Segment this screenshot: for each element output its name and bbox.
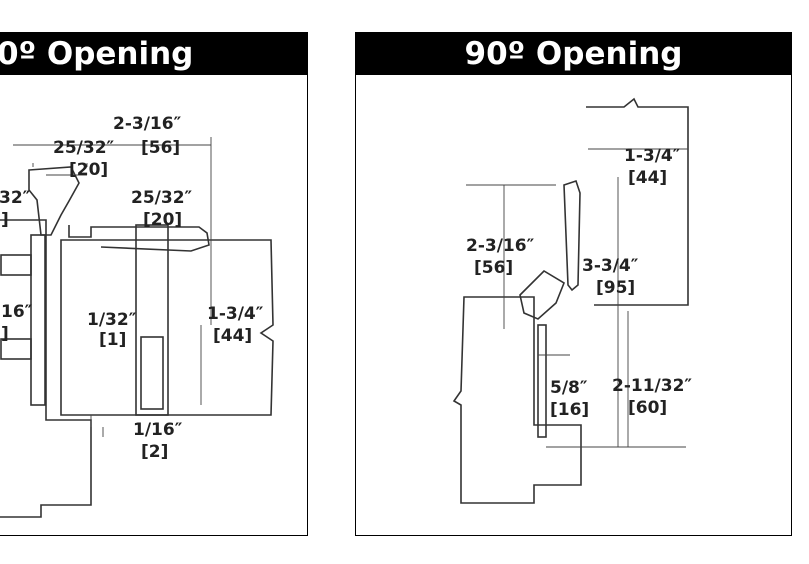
hinge-diagram-90: 1-3/4″ [44] 2-3/16″ [56] 3-3/4″ [95] 5/8… bbox=[452, 97, 692, 504]
dimension-label: 3-3/4″ bbox=[582, 256, 639, 276]
hinge-leaf bbox=[30, 234, 46, 406]
hinge-door-leaf bbox=[563, 179, 581, 292]
dimension-label: 1/16″ bbox=[133, 420, 183, 440]
dimension-label: 2-3/16″ bbox=[113, 114, 182, 134]
dimension-label: 16″ bbox=[1, 302, 33, 322]
dimension-label: [16] bbox=[550, 400, 589, 420]
panel-title: 90º Opening bbox=[356, 33, 791, 75]
panel-title: 0º Opening bbox=[0, 33, 307, 75]
dimension-label: [56] bbox=[141, 138, 180, 158]
hinge-leaf bbox=[537, 324, 547, 438]
door-outline bbox=[586, 97, 689, 306]
dimension-label: 25/32″ bbox=[131, 188, 193, 208]
hinge-knuckle bbox=[519, 269, 565, 320]
dimension-label: [44] bbox=[628, 168, 667, 188]
dimension-label: 1-3/4″ bbox=[207, 304, 264, 324]
hinge-diagram-0: 2-3/16″ 25/32″ [56] [20] 32″ ] 25/32″ [2… bbox=[0, 114, 274, 518]
pin-spring bbox=[140, 336, 164, 410]
frame-outline bbox=[452, 296, 582, 504]
dimension-label: [20] bbox=[69, 160, 108, 180]
panel-0-opening: 0º Opening 2-3/16″ 25/32″ [56] [20] 32″ … bbox=[0, 32, 308, 536]
dimension-label: 5/8″ bbox=[550, 378, 588, 398]
hinge-arm bbox=[68, 225, 210, 252]
dimension-label: ] bbox=[1, 324, 9, 344]
hinge-pin bbox=[135, 224, 169, 416]
dimension-label: [20] bbox=[143, 210, 182, 230]
dimension-label: [1] bbox=[99, 330, 126, 350]
hinge-knuckle-upper bbox=[0, 254, 32, 276]
dimension-label: 2-11/32″ bbox=[612, 376, 692, 396]
dimension-label: [44] bbox=[213, 326, 252, 346]
dimension-label: 1/32″ bbox=[87, 310, 137, 330]
frame-outline bbox=[0, 219, 92, 518]
dimension-label: 25/32″ bbox=[53, 138, 115, 158]
dimension-label: 1-3/4″ bbox=[624, 146, 681, 166]
dimension-label: [95] bbox=[596, 278, 635, 298]
dimension-label: 32″ bbox=[0, 188, 31, 208]
dimension-label: [2] bbox=[141, 442, 168, 462]
panel-90-opening: 90º Opening 1-3/4″ [44] 2-3/16″ [56] 3-3… bbox=[355, 32, 792, 536]
hinge-knuckle-lower bbox=[0, 338, 32, 360]
dimension-label: 2-3/16″ bbox=[466, 236, 535, 256]
door-outline bbox=[60, 239, 274, 416]
dimension-label: [56] bbox=[474, 258, 513, 278]
dimension-label: ] bbox=[1, 210, 9, 230]
dimension-label: [60] bbox=[628, 398, 667, 418]
